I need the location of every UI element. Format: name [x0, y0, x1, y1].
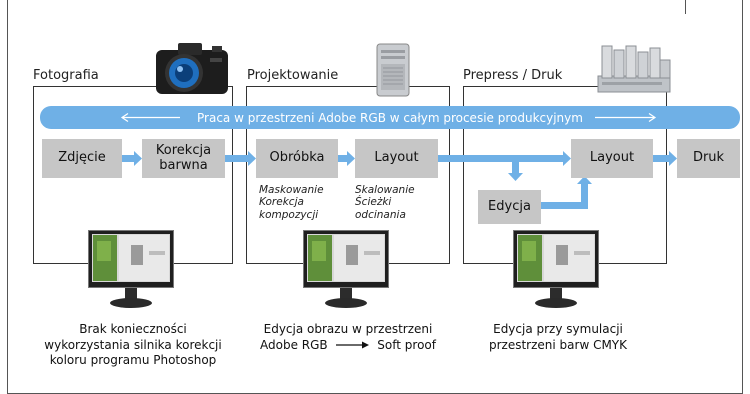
banner-text: Praca w przestrzeni Adobe RGB w całym pr…: [197, 110, 583, 125]
adobe-rgb-banner: Praca w przestrzeni Adobe RGB w całym pr…: [40, 106, 740, 129]
computer-tower-icon: [376, 43, 410, 97]
camera-icon: [156, 43, 228, 94]
arrow-right-icon: [336, 341, 370, 349]
process-layout-design: Layout: [355, 139, 438, 178]
note-line: kompozycji: [259, 208, 319, 221]
caption-line: Edycja obrazu w przestrzeni: [263, 322, 433, 336]
process-obrobka: Obróbka: [256, 139, 338, 178]
process-druk: Druk: [677, 139, 740, 178]
caption-fotografia: Brak konieczności wykorzystania silnika …: [40, 322, 226, 369]
caption-line: Brak konieczności: [79, 322, 187, 336]
note-line: Korekcja: [259, 196, 304, 209]
caption-line: Edycja przy symulacji: [493, 322, 623, 336]
note-line: Ścieżki: [355, 196, 392, 209]
caption-soft-proof: Soft proof: [377, 337, 436, 352]
process-edycja: Edycja: [478, 190, 541, 224]
process-zdjecie: Zdjęcie: [42, 139, 122, 178]
banner-arrows: [120, 113, 657, 122]
note-line: Maskowanie: [259, 184, 324, 196]
monitor-icon: [513, 230, 599, 310]
printer-icon: [597, 45, 671, 93]
notes-obrobka: Maskowanie Korekcja kompozycji: [259, 184, 324, 221]
stage-title-projektowanie: Projektowanie: [247, 68, 339, 83]
note-line: odcinania: [355, 208, 406, 221]
note-line: Skalowanie: [355, 184, 415, 196]
caption-line: przestrzeni barw CMYK: [488, 337, 628, 352]
notes-layout: Skalowanie Ścieżki odcinania: [355, 184, 415, 221]
monitor-icon: [88, 230, 174, 310]
process-layout-prepress: Layout: [571, 139, 653, 178]
caption-adobe-rgb: Adobe RGB: [260, 337, 328, 352]
caption-projektowanie: Edycja obrazu w przestrzeni Adobe RGB So…: [248, 322, 448, 353]
caption-line: koloru programu Photoshop: [49, 353, 217, 368]
monitor-icon: [303, 230, 389, 310]
corner-divider: [685, 0, 686, 14]
stage-title-fotografia: Fotografia: [33, 68, 99, 83]
stage-title-prepress: Prepress / Druk: [463, 68, 563, 83]
process-korekcja-barwna: Korekcja barwna: [142, 139, 225, 178]
caption-line: wykorzystania silnika korekcji: [44, 337, 222, 352]
caption-line: Adobe RGB Soft proof: [248, 338, 448, 354]
caption-prepress: Edycja przy symulacji przestrzeni barw C…: [470, 322, 646, 353]
